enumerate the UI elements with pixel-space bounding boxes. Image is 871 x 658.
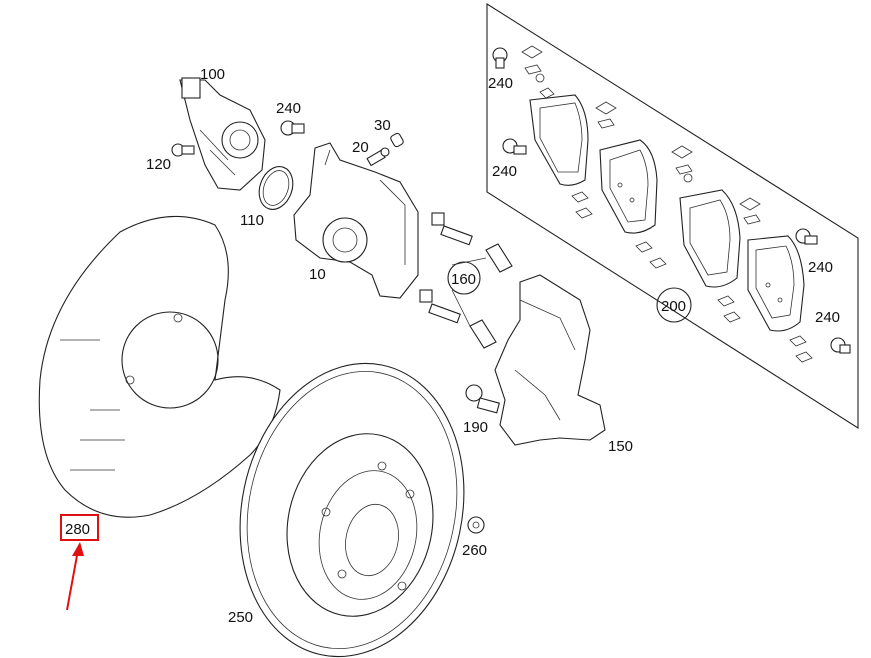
label-110: 110 xyxy=(240,212,264,229)
dust-cap-30[interactable] xyxy=(390,132,405,148)
parking-brake-actuator[interactable] xyxy=(179,77,266,191)
label-240-actuator: 240 xyxy=(276,100,301,117)
brake-disc-250[interactable] xyxy=(214,342,491,658)
highlight-arrow-head xyxy=(72,542,84,556)
brake-pad-3[interactable] xyxy=(679,189,741,288)
bolt-240-c[interactable] xyxy=(795,228,818,245)
label-240-kit-b: 240 xyxy=(492,163,517,180)
brake-pad-4[interactable] xyxy=(747,235,805,332)
brake-caliper-10[interactable] xyxy=(293,142,419,299)
highlight-box xyxy=(60,514,99,541)
brake-pad-kit-frame xyxy=(486,3,859,430)
brake-pad-2[interactable] xyxy=(599,139,658,234)
pad-clips xyxy=(521,45,813,363)
callout-200: 200 xyxy=(656,287,692,323)
label-30: 30 xyxy=(374,117,391,134)
guide-pin-160-lower[interactable] xyxy=(419,289,497,349)
label-160: 160 xyxy=(451,271,476,288)
bolt-240-e[interactable] xyxy=(280,120,305,136)
label-240-kit-c: 240 xyxy=(808,259,833,276)
label-20: 20 xyxy=(352,139,369,156)
label-240-kit-a: 240 xyxy=(488,75,513,92)
bleeder-screw-20[interactable] xyxy=(366,147,390,167)
highlight-arrow-shaft xyxy=(66,549,79,611)
guide-pin-160-upper[interactable] xyxy=(431,212,513,273)
label-100: 100 xyxy=(200,66,225,83)
label-260: 260 xyxy=(462,542,487,559)
highlight-280: 280 xyxy=(60,514,99,611)
bolt-240-b[interactable] xyxy=(502,138,527,155)
bolt-190[interactable] xyxy=(465,384,500,414)
o-ring-110[interactable] xyxy=(253,162,298,214)
brake-dust-shield-280[interactable] xyxy=(38,215,281,518)
label-250: 250 xyxy=(228,609,253,626)
label-200: 200 xyxy=(661,298,686,315)
label-190: 190 xyxy=(463,419,488,436)
bolt-240-d[interactable] xyxy=(830,337,851,354)
label-10: 10 xyxy=(309,266,326,283)
label-150: 150 xyxy=(608,438,633,455)
brake-pad-1[interactable] xyxy=(529,94,589,186)
callout-160: 160 xyxy=(447,261,481,295)
bolt-240-a[interactable] xyxy=(492,47,508,69)
label-280: 280 xyxy=(65,521,90,538)
screw-260[interactable] xyxy=(467,516,485,534)
caliper-carrier-150[interactable] xyxy=(494,274,606,446)
label-120: 120 xyxy=(146,156,171,173)
bolt-120[interactable] xyxy=(171,143,195,157)
label-240-kit-d: 240 xyxy=(815,309,840,326)
